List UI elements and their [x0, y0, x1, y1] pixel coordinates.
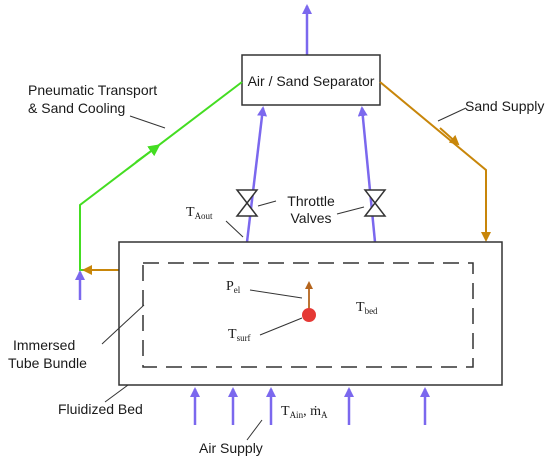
t-aout-leader	[225, 220, 244, 238]
throttle-label-line1: Throttle	[287, 193, 335, 209]
right-riser-arrow	[357, 106, 377, 243]
left-riser-arrow	[245, 106, 268, 243]
tube-bundle-outline	[142, 262, 474, 368]
fluidized-bed-label: Fluidized Bed	[58, 401, 143, 417]
t-surf-label: Tsurf	[228, 327, 251, 343]
air-supply-leader	[246, 419, 263, 441]
p-el-label: Pel	[226, 279, 241, 295]
sand-supply-line	[379, 81, 487, 238]
separator-label: Air / Sand Separator	[248, 73, 375, 89]
air-supply-label: Air Supply	[199, 440, 263, 456]
t-ain-ma-label: TAin, ṁA	[281, 404, 328, 420]
throttle-leader-right	[336, 206, 365, 215]
t-aout-label: TAout	[186, 205, 213, 221]
pneumatic-transport-midarrow	[135, 144, 161, 163]
fluidized-bed-leader	[104, 384, 129, 403]
pneumatic-leader	[129, 115, 166, 129]
throttle-leader-left	[257, 200, 277, 207]
p-el-leader	[249, 289, 303, 299]
sand-supply-label: Sand Supply	[465, 98, 544, 114]
heater-sphere	[302, 308, 316, 322]
left-throttle-valve-icon	[235, 189, 259, 217]
immersed-label-line2: Tube Bundle	[8, 355, 87, 371]
sand-supply-midarrow	[439, 127, 460, 146]
sand-supply-leader	[437, 107, 467, 122]
pneumatic-label-line1: Pneumatic Transport	[28, 82, 157, 98]
right-throttle-valve-icon	[363, 189, 387, 217]
pneumatic-label-line2: & Sand Cooling	[28, 100, 125, 116]
separator-box	[241, 54, 381, 106]
immersed-label-line1: Immersed	[13, 337, 75, 353]
t-bed-label: Tbed	[356, 300, 378, 316]
immersed-leader	[101, 304, 145, 345]
throttle-label-line2: Valves	[291, 210, 332, 226]
t-surf-leader	[259, 317, 303, 336]
